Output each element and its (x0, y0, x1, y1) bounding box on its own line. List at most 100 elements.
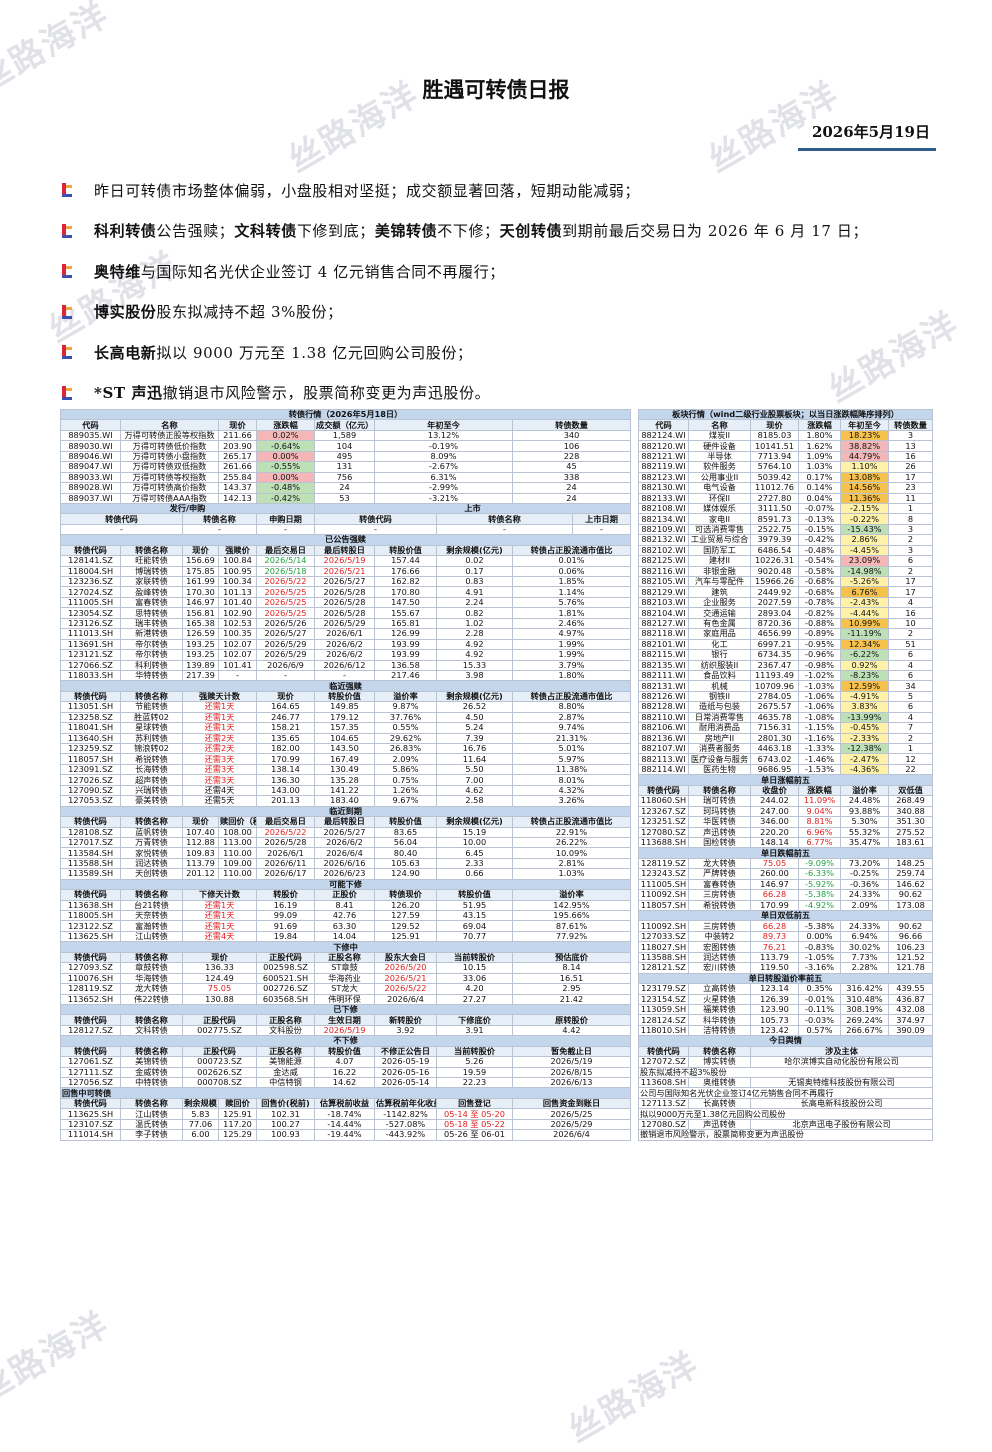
table-cell: 217.46 (374, 669, 437, 682)
table-cell: 106 (511, 440, 632, 452)
table-cell: 7713.94 (750, 450, 799, 463)
table-cell: 2026/5/29 (256, 649, 315, 661)
table-cell: 4.92 (436, 638, 513, 651)
table-cell: 还需1天 (182, 909, 257, 922)
table-cell: 食品饮料 (688, 669, 751, 682)
table-cell: 4 (887, 596, 934, 609)
table-cell: 2727.80 (750, 492, 799, 504)
section-header: 回售中可转债 (59, 1087, 632, 1099)
table-cell: 183.40 (314, 795, 375, 807)
table-cell: 2026/5/20 (374, 962, 437, 974)
table-cell: 富瀚转债 (120, 920, 183, 932)
table-cell: -0.42% (798, 534, 841, 546)
table-cell: 台21转债 (120, 899, 183, 912)
table-cell: 193.99 (374, 649, 437, 661)
table-cell: 118057.SH (60, 753, 121, 765)
table-cell: 882102.WI (638, 544, 689, 557)
table-cell: 66.28 (750, 889, 799, 901)
table-cell: 96.66 (887, 930, 934, 943)
table-cell: 113688.SH (638, 836, 689, 849)
table-cell: 91.69 (256, 920, 315, 932)
table-cell: 105.63 (374, 857, 437, 870)
table-cell: 126.39 (750, 993, 799, 1005)
table-cell: -0.64% (256, 440, 315, 452)
table-cell: 1 (887, 502, 934, 515)
table-cell: 洁特转债 (688, 1024, 751, 1037)
table-cell: 2 (887, 732, 934, 745)
column-header-row: 转债代码转债名称正股代码正股名称转股价值不修正公告日当前转股价暂免截止日 (60, 1045, 632, 1058)
table-cell: 2026/5/22 (374, 983, 437, 995)
table-cell: 882124.WI (638, 429, 689, 442)
table-cell: 123.90 (750, 1003, 799, 1016)
table-cell: 127111.SZ (60, 1066, 121, 1079)
table-cell: 下修天计数 (182, 889, 257, 901)
table-cell: 华海药业 (314, 972, 375, 985)
table-cell: 转债代码 (60, 1014, 121, 1026)
news-entity: 美锦转债 (374, 222, 438, 241)
table-cell: 70.77 (436, 930, 513, 943)
table-cell: 7.73% (840, 951, 889, 964)
table-cell: 193.25 (182, 649, 219, 661)
table-cell: 130.88 (182, 993, 257, 1005)
news-text: 科利转债公告强赎；文科转债下修到底；美锦转债不下修；天创转债到期前最后交易日为 … (94, 220, 868, 241)
table-cell: 涨跌幅 (798, 419, 841, 431)
table-cell: 转债代码 (60, 889, 121, 901)
table-cell: 128141.SZ (60, 555, 121, 567)
table-cell: 121.52 (887, 951, 934, 964)
table-cell: 113625.SH (60, 930, 121, 943)
table-cell: 6.00 (182, 1129, 219, 1141)
table-cell: 还需2天 (182, 742, 257, 755)
watermark: 丝路海洋 (561, 1344, 707, 1451)
table-cell: 346.00 (750, 816, 799, 828)
table-cell: 22.23 (436, 1076, 513, 1089)
column-header-row: 转债代码转债名称现价赎回价（税前）最后交易日最后转股日转股价值剩余规模(亿元)转… (60, 816, 632, 828)
table-cell: -0.11% (798, 1003, 841, 1016)
table-cell: 101.41 (218, 659, 257, 671)
table-cell: 15966.26 (750, 575, 799, 588)
table-cell: 23 (887, 482, 934, 494)
table-cell: 53 (314, 492, 375, 504)
table-cell: 4.20 (436, 983, 513, 995)
table-cell: 16.76 (436, 742, 513, 755)
table-cell: 消费者服务 (688, 742, 751, 755)
table-cell: 2026/5/25 (256, 596, 315, 609)
table-cell: 2027.59 (750, 596, 799, 609)
table-cell: 9.74% (511, 722, 632, 734)
table-cell: 天奈转债 (120, 909, 183, 922)
table-cell: 100.34 (218, 575, 257, 588)
table-cell: 113584.SH (60, 847, 121, 859)
table-cell: 756 (314, 471, 375, 484)
table-cell: 17 (887, 471, 934, 484)
table-cell: 23.09% (840, 555, 889, 567)
table-cell: 102.07 (218, 649, 257, 661)
table-cell: 2.33 (436, 857, 513, 870)
table-cell: 1.10% (840, 461, 889, 473)
table-cell: 转债占正股流通市值比 (511, 816, 632, 828)
table-cell: 1.14% (511, 586, 632, 598)
table-cell: 2026/5/21 (374, 972, 437, 985)
table-cell: -1.06% (798, 690, 841, 703)
table-cell: 127061.SZ (60, 1056, 121, 1068)
table-cell: 10141.51 (750, 440, 799, 452)
table-cell: 882120.WI (638, 440, 689, 452)
table-cell: 转债代码 (314, 513, 437, 525)
table-cell: -1.16% (798, 732, 841, 745)
table-cell: 思特转债 (120, 607, 183, 619)
table-cell: 金达威 (256, 1066, 315, 1079)
table-cell: 118041.SH (60, 722, 121, 734)
table-cell: ST章鼓 (314, 962, 375, 974)
table-cell: 现价 (218, 419, 257, 431)
column-header-row: 转债代码转债名称正股代码正股名称生效日期新转股价下修底价原转股价 (60, 1014, 632, 1026)
table-cell: 118004.SH (60, 565, 121, 578)
table-cell: - (60, 523, 183, 536)
